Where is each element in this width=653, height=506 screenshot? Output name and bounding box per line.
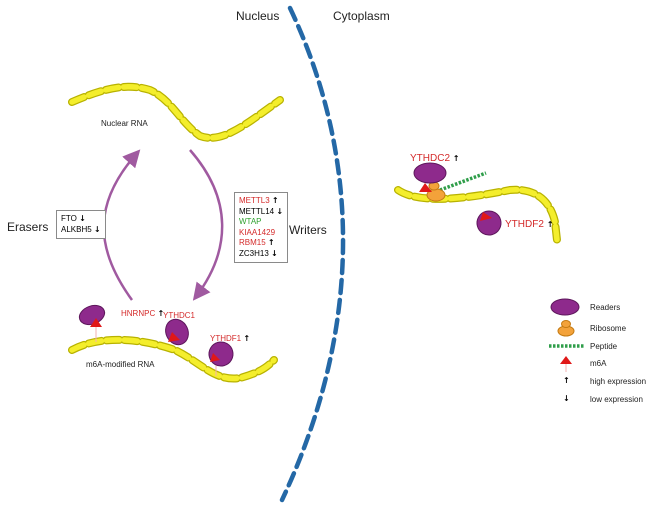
legend-m6a-swatch — [560, 356, 572, 364]
writer-item: KIAA1429 — [239, 227, 276, 237]
writer-item: ZC3H13 ↓ — [239, 248, 278, 258]
writers-box: METTL3 ↑ METTL14 ↓ WTAP KIAA1429 RBM15 ↑… — [234, 192, 289, 263]
reader-ythdc2-shape — [413, 162, 447, 184]
legend-high-expression-symbol: ↑ — [563, 376, 570, 385]
peptide-chain — [439, 171, 487, 192]
nuclear-membrane — [279, 5, 346, 503]
legend-m6a-label: m6A — [590, 359, 607, 368]
reader-ythdf1-label: YTHDF1 ↑ — [210, 334, 251, 343]
reader-ythdc2-label: YTHDC2 ↑ — [410, 153, 460, 164]
legend-low-expression-label: low expression — [590, 395, 643, 404]
cycle-arrow-writers — [189, 149, 224, 301]
legend-low-expression-symbol: ↓ — [563, 394, 570, 403]
erasers-label: Erasers — [7, 220, 49, 234]
writer-item: METTL3 ↑ — [239, 196, 279, 205]
legend-ribosome-swatch-small — [561, 320, 571, 328]
legend-readers-swatch — [550, 298, 580, 316]
m6a-mark-ythdc2 — [419, 183, 432, 192]
writer-item: RBM15 ↑ — [239, 238, 275, 247]
m6a-mark-hnrnpc — [90, 318, 102, 327]
m6a-modified-rna-label: m6A-modified RNA — [86, 360, 155, 369]
eraser-item: ALKBH5 ↓ — [61, 224, 101, 234]
legend-readers-label: Readers — [590, 303, 621, 312]
legend-high-expression-label: high expression — [590, 377, 647, 386]
writer-item: WTAP — [239, 217, 262, 226]
reader-ythdf1-shape — [208, 341, 234, 367]
reader-ythdf2-label: YTHDF2 ↑ — [505, 219, 554, 230]
nucleus-label: Nucleus — [236, 9, 280, 23]
reader-ythdc1-label: YTHDC1 — [163, 311, 196, 320]
reader-hnrnpc-label: HNRNPC ↑ — [121, 309, 165, 318]
nuclear-rna-label: Nuclear RNA — [101, 119, 148, 128]
legend-ribosome-label: Ribosome — [590, 324, 627, 333]
eraser-item: FTO ↓ — [61, 214, 86, 223]
m6a-mark-ythdf2 — [480, 212, 492, 221]
m6a-mark-ythdf1 — [210, 353, 220, 362]
legend-peptide-label: Peptide — [590, 342, 618, 351]
writer-item: METTL14 ↓ — [239, 206, 284, 216]
cycle-arrow-erasers — [102, 149, 141, 301]
erasers-box: FTO ↓ ALKBH5 ↓ — [56, 210, 106, 239]
m6a-mark-ythdc1 — [168, 332, 180, 342]
reader-ythdf2-shape — [476, 210, 502, 236]
cytoplasm-label: Cytoplasm — [333, 9, 390, 23]
writers-label: Writers — [289, 223, 327, 237]
